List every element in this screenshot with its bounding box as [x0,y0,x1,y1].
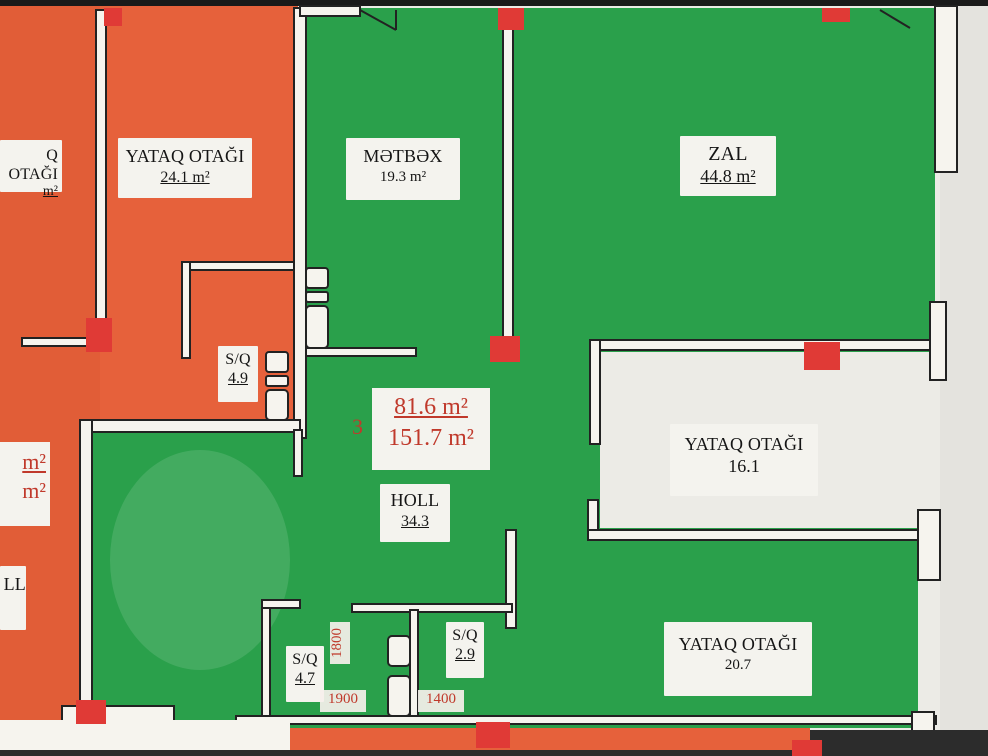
left-cut-area-line1: m² [22,449,46,474]
door-marker-5 [804,342,840,370]
room-label-zal: ZAL 44.8 m² [680,136,776,196]
wall-sq-left-h [261,599,301,609]
room-name: HOLL [390,490,440,510]
door-swings [359,9,911,31]
room-label-sq-lower-right: S/Q 2.9 [446,622,484,678]
dimension-1800: 1800 [329,622,350,664]
room-name: MƏTBƏX [363,146,443,166]
wall-holl-right [505,529,517,629]
room-name: Q OTAĞI [8,147,58,184]
wall-bed-top [589,339,941,351]
door-marker-2 [822,8,850,22]
room-label-sq-upper: S/Q 4.9 [218,346,258,402]
room-area: 2.9 [455,646,475,664]
door-marker-7 [476,722,510,748]
room-area: m² [42,184,58,200]
fixture-sq-3 [265,389,289,421]
door-marker-4 [490,336,520,362]
door-swing-2 [879,9,911,29]
left-cut-area-line2: m² [22,477,46,503]
wall-bed-top-right [929,301,947,381]
room-area: 19.3 m² [379,168,427,185]
room-label-yataq-mid-right: YATAQ OTAĞI 16.1 [670,424,818,496]
room-area: 24.1 m² [160,168,210,186]
top-strip [0,0,988,6]
room-label-yataq-left-cut: Q OTAĞI m² [0,140,62,199]
room-name: LL [3,574,26,594]
wall-sq-top [181,261,295,271]
room-area: 4.7 [295,670,315,688]
room-label-holl: HOLL 34.3 [380,484,450,542]
wall-sq-mid [409,609,419,721]
fixtures [265,267,411,717]
fixture-upper-3 [305,305,329,349]
apartment-area-box: 81.6 m² 151.7 m² [372,388,490,470]
room-name: YATAQ OTAĞI [678,634,798,654]
wall-bottom-paper [0,720,290,750]
wall-vertical-main [293,7,307,439]
door-swing-1 [359,9,397,31]
fixture-upper-1 [305,267,329,289]
wall-sq-h [351,603,513,613]
apartment-living-area: 81.6 m² [394,394,468,420]
room-label-metbex: MƏTBƏX 19.3 m² [346,138,460,200]
wall-red-vert [95,9,107,331]
wall-left-vert [79,419,93,721]
dimension-1900: 1900 [320,690,366,712]
wall-sq-left [181,261,191,359]
room-name: YATAQ OTAĞI [125,146,245,166]
fixture-lower-1 [387,635,411,667]
room-label-yataq-left: YATAQ OTAĞI 24.1 m² [118,138,252,198]
room-name: S/Q [225,351,251,368]
fixture-sq-1 [265,351,289,373]
door-marker-6 [76,700,106,724]
wall-kitchen-bottom [305,347,417,357]
room-label-yataq-bottom-right: YATAQ OTAĞI 20.7 [664,622,812,696]
door-markers [76,8,850,756]
wall-top-right [934,5,958,173]
wall-bed-left [589,339,601,445]
door-marker-3 [86,318,112,352]
door-marker-1 [498,8,524,30]
room-area: 20.7 [724,656,752,673]
left-cut-area-box: m² m² [0,442,50,526]
door-marker-9 [104,8,122,26]
room-name: S/Q [292,651,318,668]
room-area: 34.3 [401,512,429,530]
fixture-sq-2 [265,375,289,387]
wall-kitchen-zal [502,9,514,351]
fixture-upper-2 [305,291,329,303]
wall-bottom [235,715,937,725]
room-area: 16.1 [728,455,760,476]
room-name: S/Q [452,627,478,644]
wall-holl-door [293,429,303,477]
apartment-total-area: 151.7 m² [388,425,474,452]
room-area: 4.9 [228,370,248,388]
door-marker-8 [792,740,822,756]
room-name: ZAL [708,143,748,165]
wall-mid-h [89,419,301,433]
dimension-1400: 1400 [418,690,464,712]
wall-left-partial [21,337,93,347]
room-area: 44.8 m² [700,166,756,186]
gloss-highlight [110,450,290,670]
wall-bed-mid [587,529,919,541]
wall-bed-mid-right [917,509,941,581]
wall-bottom-red [290,728,810,750]
wall-top [299,5,361,17]
fixture-lower-2 [387,675,411,717]
room-label-sq-lower-left: S/Q 4.7 [286,646,324,702]
room-label-left-cut-hall: LL [0,566,26,630]
wall-sq-left-v [261,599,271,717]
room-name: YATAQ OTAĞI [684,434,804,454]
apartment-rooms-count: 3 [352,414,363,439]
